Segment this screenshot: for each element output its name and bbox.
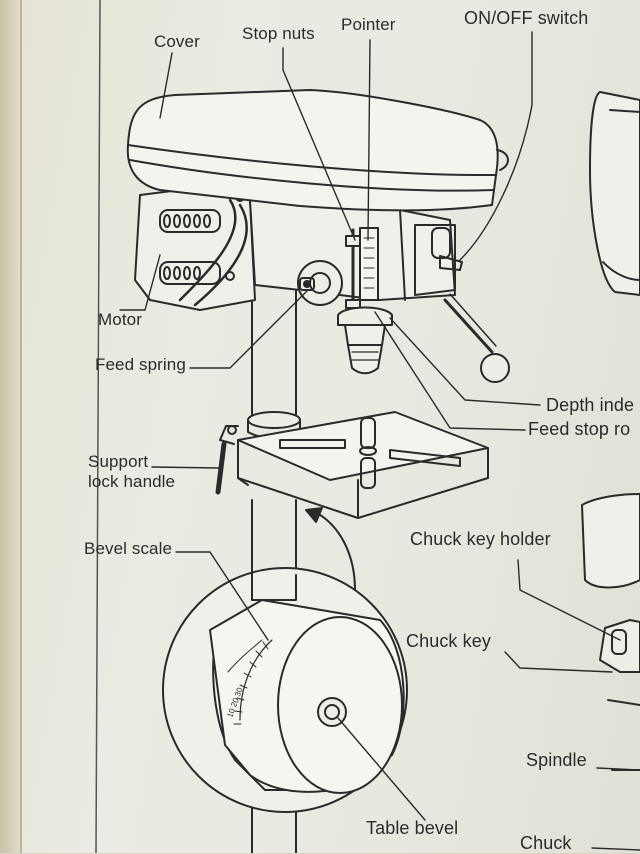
label-motor: Motor	[98, 310, 142, 329]
leader-lines	[119, 31, 640, 851]
depth-stop-assembly	[337, 227, 393, 326]
leader-motor	[119, 254, 161, 311]
leader-cover	[159, 52, 173, 119]
leader-switch	[459, 31, 533, 261]
leader-pointer	[367, 39, 371, 241]
leader-chuck	[591, 847, 640, 851]
feed-spring-housing	[297, 260, 343, 306]
label-bevel-scale: Bevel scale	[84, 539, 173, 558]
label-spindle: Spindle	[526, 750, 587, 770]
label-support-lock-handle: Support lock handle	[88, 452, 176, 491]
drill-head	[249, 199, 463, 301]
bevel-detail-circle: 10 20 30	[162, 567, 408, 813]
label-feed-spring: Feed spring	[95, 355, 186, 374]
label-chuck-key: Chuck key	[406, 631, 491, 651]
label-chuck-key-holder: Chuck key holder	[410, 529, 551, 549]
page-binding-shadow	[0, 0, 20, 853]
leader-stop-nuts	[282, 47, 356, 241]
leader-depth-index	[389, 317, 541, 406]
leader-chuck-key-holder	[517, 559, 621, 641]
leader-support-lock	[151, 466, 221, 469]
leader-spindle	[596, 767, 640, 771]
label-chuck: Chuck	[520, 833, 572, 853]
drill-table	[237, 411, 489, 519]
label-on-off-switch: ON/OFF switch	[464, 8, 589, 28]
label-cover: Cover	[154, 32, 200, 51]
motor	[134, 181, 256, 311]
leader-feed-stop-rod	[374, 311, 526, 431]
cover-shape	[126, 89, 509, 212]
leader-chuck-key	[504, 651, 613, 673]
right-partial-head	[581, 91, 640, 771]
page-frame-line	[95, 0, 101, 853]
leader-bevel-scale	[175, 551, 269, 641]
label-stop-nuts: Stop nuts	[242, 24, 315, 43]
leader-table-bevel	[337, 717, 426, 821]
page-border-line	[20, 0, 22, 853]
chuck-drawing	[344, 324, 386, 375]
label-table-bevel: Table bevel	[366, 818, 459, 838]
magnify-arrow	[305, 507, 356, 591]
label-pointer: Pointer	[341, 15, 396, 34]
label-feed-stop-rod: Feed stop ro	[528, 419, 631, 439]
label-depth-index: Depth inde	[546, 395, 635, 415]
feed-handle	[443, 293, 510, 383]
leader-feed-spring	[189, 289, 309, 369]
